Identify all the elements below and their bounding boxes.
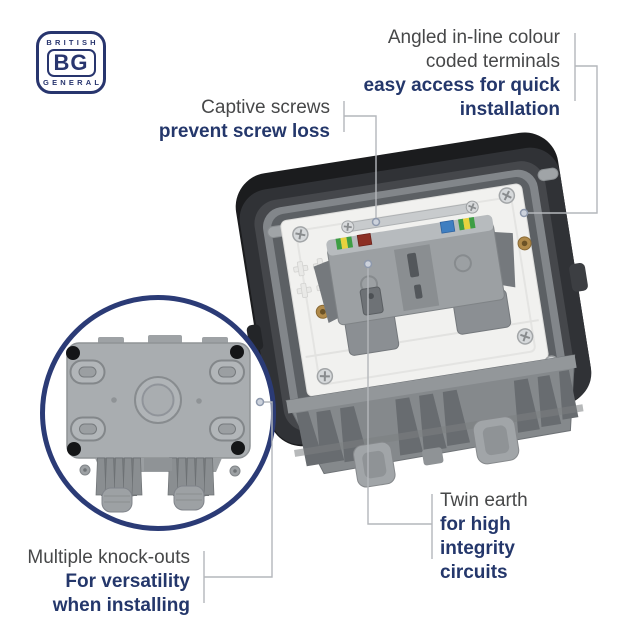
annotation-line: Multiple knock-outs <box>27 547 190 568</box>
enclosure-feet <box>79 457 241 513</box>
clamp-wing-left <box>313 259 340 324</box>
annotation-terminals: Angled in-line colour coded terminals ea… <box>364 26 560 122</box>
bg-british-general-logo: BRITISH BG GENERAL <box>36 31 106 94</box>
earth-terminal-clamp <box>359 286 384 316</box>
cable-gland <box>101 485 205 513</box>
terminal-chip-earth-left <box>335 236 354 250</box>
annotation-line: for high <box>440 514 511 535</box>
annotation-line: Twin earth <box>440 490 528 511</box>
lid-lug-right <box>569 262 588 292</box>
annotation-line: Angled in-line colour <box>387 27 560 48</box>
enclosure-back-view <box>66 335 251 513</box>
terminal-chips <box>335 216 476 250</box>
annotation-line: when installing <box>52 595 190 616</box>
annotation-line: easy access for quick <box>363 75 560 96</box>
annotation-captive-screws: Captive screws prevent screw loss <box>159 96 330 144</box>
annotation-line: coded terminals <box>425 51 560 72</box>
terminal-chip-live <box>356 232 373 247</box>
logo-text-british: BRITISH <box>46 37 99 47</box>
weatherproof-socket-open <box>235 132 592 488</box>
annotation-line: For versatility <box>65 571 190 592</box>
annotation-knock-outs: Multiple knock-outs For versatility when… <box>27 546 190 618</box>
annotation-line: Captive screws <box>201 97 330 118</box>
annotation-line: integrity <box>440 538 515 559</box>
logo-text-bg: BG <box>46 48 96 77</box>
annotation-line: prevent screw loss <box>158 121 330 142</box>
clamp-wing-right <box>494 231 516 288</box>
annotation-twin-earth: Twin earth for high integrity circuits <box>440 489 528 585</box>
terminal-chip-neutral <box>439 219 456 234</box>
logo-text-general: GENERAL <box>43 77 103 87</box>
terminal-chip-earth-right <box>457 216 476 231</box>
annotation-line: circuits <box>440 562 508 583</box>
knockout-detail-inset <box>40 295 276 531</box>
central-knockout <box>134 376 182 424</box>
